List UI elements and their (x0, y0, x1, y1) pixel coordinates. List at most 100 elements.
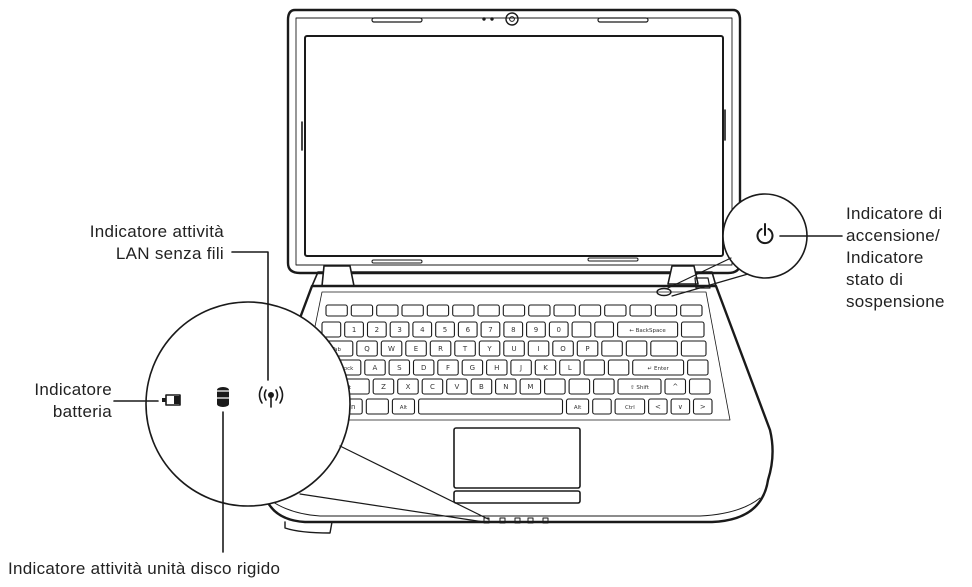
keyboard-key (664, 378, 687, 395)
label-line: Indicatore di (846, 204, 943, 223)
keyboard-key-label: N (503, 383, 508, 391)
keyboard-key-label: O (560, 345, 566, 353)
keyboard-key (376, 304, 399, 317)
keyboard-key (486, 359, 508, 376)
keyboard-key-label: I (537, 345, 539, 353)
keyboard-key-label: 0 (556, 326, 560, 334)
keyboard-key-label: G (470, 364, 475, 372)
keyboard-key (457, 321, 478, 338)
keyboard-key (426, 304, 450, 317)
keyboard-key-label: ⇧ Shift (630, 384, 650, 391)
hinge (311, 265, 717, 289)
webcam-icon (505, 12, 519, 26)
keyboard-key (452, 304, 475, 317)
keyboard-key (578, 304, 602, 317)
label-line: stato di (846, 270, 904, 289)
keyboard-key (688, 378, 711, 395)
keyboard-key (629, 304, 652, 317)
keyboard-key (614, 398, 646, 415)
keyboard-key-label: Ctrl (625, 405, 635, 411)
keyboard-key (553, 304, 576, 317)
keyboard-key (344, 321, 364, 338)
keyboard-key-label: ← BackSpace (629, 328, 666, 334)
keyboard-key (650, 340, 678, 357)
keyboard-key (412, 359, 435, 376)
indicator-magnifier (145, 301, 489, 523)
keyboard-key-label: 7 (488, 326, 492, 334)
label-line: sospensione (846, 292, 945, 311)
keyboard-key (366, 321, 387, 338)
keyboard-key (454, 340, 476, 357)
laptop-lid (286, 8, 742, 275)
keyboard-key-label: Q (364, 345, 370, 353)
keyboard-key (391, 398, 416, 415)
keyboard-key (617, 378, 662, 395)
keyboard-key (583, 359, 605, 376)
keyboard-key (571, 321, 592, 338)
keyboard-key-label: V (455, 383, 460, 391)
keyboard-key-label: T (462, 345, 468, 353)
keyboard-key-label: L (568, 364, 572, 372)
keyboard-key (470, 378, 493, 395)
power-button (656, 287, 672, 297)
keyboard-key-label: ↵ Enter (648, 366, 670, 372)
keyboard-key-label: J (519, 364, 522, 372)
keyboard-key (687, 359, 709, 376)
keyboard-key-label: S (397, 364, 402, 372)
keyboard-key (528, 304, 551, 317)
touchpad-buttons (453, 490, 581, 504)
keyboard-key-label: Y (486, 345, 492, 353)
keyboard-key (388, 359, 411, 376)
keyboard-key-label: Alt (574, 405, 582, 411)
keyboard-key (461, 359, 484, 376)
keyboard-key (356, 340, 378, 357)
keyboard-key (435, 321, 455, 338)
keyboard-key-label: 8 (511, 326, 515, 334)
keyboard-key (680, 340, 707, 357)
keyboard-key (568, 378, 591, 395)
label-line: Indicatore attività (89, 222, 224, 241)
display-panel (304, 35, 724, 257)
keyboard-key (405, 340, 427, 357)
power-icon (756, 223, 774, 245)
touchpad (453, 427, 581, 489)
label-line: Indicatore (34, 380, 112, 399)
keyboard-key (429, 340, 452, 357)
keyboard-key-label: Tab (331, 347, 342, 353)
keyboard-key-label: 2 (375, 326, 379, 334)
keyboard-key-label: M (527, 383, 533, 391)
keyboard-key (401, 304, 424, 317)
keyboard-key (437, 359, 459, 376)
keyboard-key (552, 340, 574, 357)
keyboard-key (594, 321, 615, 338)
keyboard-key-label: 5 (443, 326, 447, 334)
keyboard-key (365, 398, 389, 415)
keyboard-key (527, 340, 550, 357)
keyboard-key (503, 321, 524, 338)
label-line: batteria (52, 402, 112, 421)
keyboard-key (350, 304, 374, 317)
battery-icon (162, 394, 181, 406)
keyboard-key-label: D (421, 364, 426, 372)
keyboard-key-label: K (543, 364, 548, 372)
keyboard-key-label: W (388, 345, 395, 353)
keyboard-key-label: 1 (352, 326, 356, 334)
keyboard-key-label: Fn (347, 403, 355, 411)
keyboard-key (565, 398, 590, 415)
keyboard-key (380, 340, 403, 357)
keyboard-key (604, 304, 627, 317)
keyboard-key (421, 378, 444, 395)
keyboard-key (559, 359, 581, 376)
label-line: accensione/ (846, 226, 941, 245)
keyboard-key (510, 359, 532, 376)
keyboard-key-label: > (700, 403, 706, 411)
keyboard-key-label: U (511, 345, 516, 353)
keyboard-key (418, 398, 564, 415)
keyboard-key (502, 304, 526, 317)
keyboard-key-label: E (414, 345, 418, 353)
hard-disk-icon (216, 387, 230, 407)
keyboard-key (364, 359, 386, 376)
keyboard-key (544, 378, 566, 395)
keyboard-key-label: A (373, 364, 378, 372)
